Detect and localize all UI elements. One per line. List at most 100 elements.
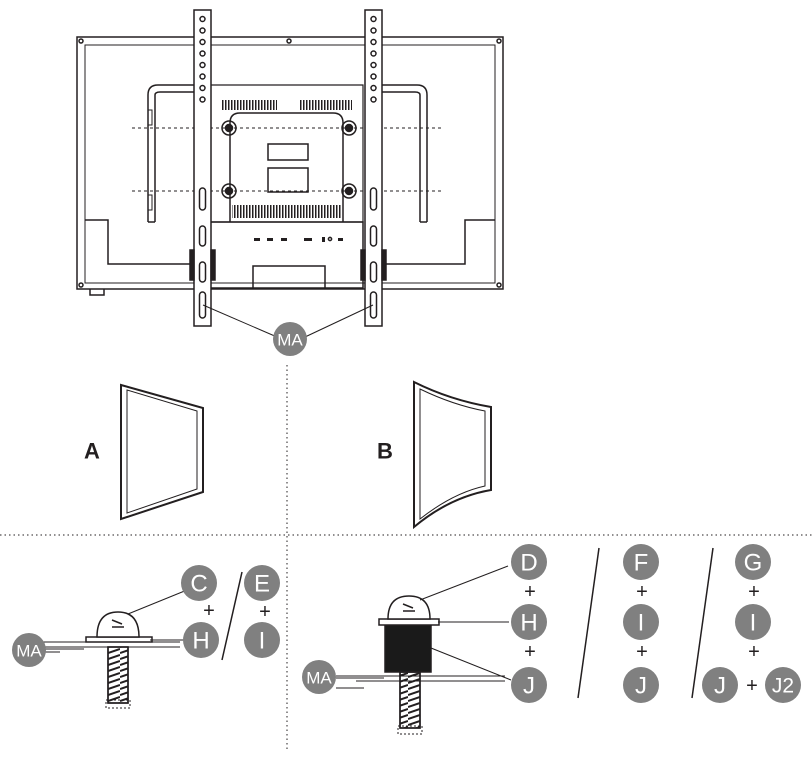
arm-hole xyxy=(199,50,206,57)
arm-hole xyxy=(199,61,206,69)
curved-tv-illustration xyxy=(413,380,492,530)
arm-hole xyxy=(199,96,206,103)
corner-screw xyxy=(78,38,84,44)
arm-hole xyxy=(199,38,206,46)
badge-f: F xyxy=(623,544,659,580)
left-handle xyxy=(147,84,205,222)
svg-text:J2: J2 xyxy=(772,675,794,698)
right-lower-panel xyxy=(383,219,495,265)
right-handle-inner xyxy=(370,91,421,222)
tv-outer-frame xyxy=(76,36,504,290)
plus-sign: + xyxy=(746,675,758,697)
arm-hole xyxy=(370,84,377,92)
svg-text:H: H xyxy=(520,610,537,637)
ports xyxy=(254,237,343,242)
svg-text:J: J xyxy=(523,673,535,700)
svg-text:D: D xyxy=(520,550,537,577)
variant-b-label: B xyxy=(377,439,393,464)
plus-sign: + xyxy=(636,581,648,603)
arm-hole xyxy=(370,27,377,34)
arm-hole xyxy=(370,96,377,103)
corner-screw xyxy=(496,282,502,288)
flat-screw-assembly xyxy=(38,571,243,709)
svg-text:E: E xyxy=(254,571,270,598)
arm-slot xyxy=(369,261,378,283)
arm-hole xyxy=(370,15,377,23)
arm-hole xyxy=(370,50,377,57)
arm-slot xyxy=(369,225,378,247)
ports-panel xyxy=(209,221,364,289)
plus-sign: + xyxy=(524,641,536,663)
plus-sign: + xyxy=(636,641,648,663)
svg-text:H: H xyxy=(192,628,209,655)
arm-hole xyxy=(199,84,206,92)
left-lower-panel xyxy=(85,219,193,265)
arm-hole xyxy=(370,61,377,69)
badge-ma-curved: MA xyxy=(302,660,336,694)
svg-text:J: J xyxy=(635,673,647,700)
curved-screw-assembly xyxy=(336,547,714,735)
svg-text:J: J xyxy=(714,673,726,700)
badge-ma: MA xyxy=(12,633,46,667)
top-center-hole xyxy=(286,38,292,44)
corner-screw xyxy=(78,282,84,288)
badge-c: C xyxy=(181,565,217,601)
inner-back-plate xyxy=(229,112,344,222)
flat-tv-illustration xyxy=(120,383,204,521)
plus-sign: + xyxy=(524,581,536,603)
svg-text:MA: MA xyxy=(277,331,303,350)
arm-slot xyxy=(198,225,207,247)
svg-text:MA: MA xyxy=(306,669,332,688)
svg-text:I: I xyxy=(638,610,645,637)
vesa-mount-holes xyxy=(221,120,357,199)
label-plate-2 xyxy=(267,167,309,193)
plus-sign: + xyxy=(748,581,760,603)
badge-j-alt2: J xyxy=(702,667,738,703)
svg-text:F: F xyxy=(634,550,649,577)
variant-a-label: A xyxy=(84,439,100,464)
tv-inner-frame xyxy=(84,44,496,284)
badge-h: H xyxy=(183,622,219,658)
arm-slot xyxy=(198,187,207,211)
label-plate xyxy=(267,143,309,161)
badge-i-alt1: I xyxy=(623,604,659,640)
ma-leader-left xyxy=(202,304,278,338)
badge-g: G xyxy=(735,544,771,580)
plus-sign: + xyxy=(748,641,760,663)
stand-slot xyxy=(252,265,326,288)
badge-j: J xyxy=(511,667,547,703)
tv-foot xyxy=(89,289,105,296)
badge-j2: J2 xyxy=(765,667,801,703)
left-handle-inner xyxy=(154,91,205,222)
ma-badge-top: MA xyxy=(273,322,307,356)
badge-i-alt2: I xyxy=(735,604,771,640)
arm-hole xyxy=(199,73,206,80)
plus-sign: + xyxy=(203,600,215,622)
svg-text:MA: MA xyxy=(16,642,42,661)
vent-right xyxy=(300,100,352,110)
arm-hole xyxy=(199,27,206,34)
badge-i: I xyxy=(244,622,280,658)
svg-text:I: I xyxy=(750,610,757,637)
corner-screw xyxy=(496,38,502,44)
arm-slot xyxy=(369,187,378,211)
arm-slot xyxy=(198,291,207,319)
arm-slot xyxy=(369,291,378,319)
svg-text:C: C xyxy=(190,571,207,598)
plus-sign: + xyxy=(259,601,271,623)
arm-hole xyxy=(199,15,206,23)
badge-h-curved: H xyxy=(511,604,547,640)
svg-text:G: G xyxy=(744,550,763,577)
mount-arm-left xyxy=(189,9,216,327)
svg-text:I: I xyxy=(259,628,266,655)
vent-left xyxy=(222,100,277,110)
mount-arm-holes xyxy=(198,15,378,319)
arm-hole xyxy=(370,73,377,80)
tv-back-illustration xyxy=(76,9,504,338)
right-handle xyxy=(370,84,428,222)
arm-slot xyxy=(198,261,207,283)
badge-j-alt1: J xyxy=(623,667,659,703)
mount-arm-right xyxy=(360,9,387,327)
